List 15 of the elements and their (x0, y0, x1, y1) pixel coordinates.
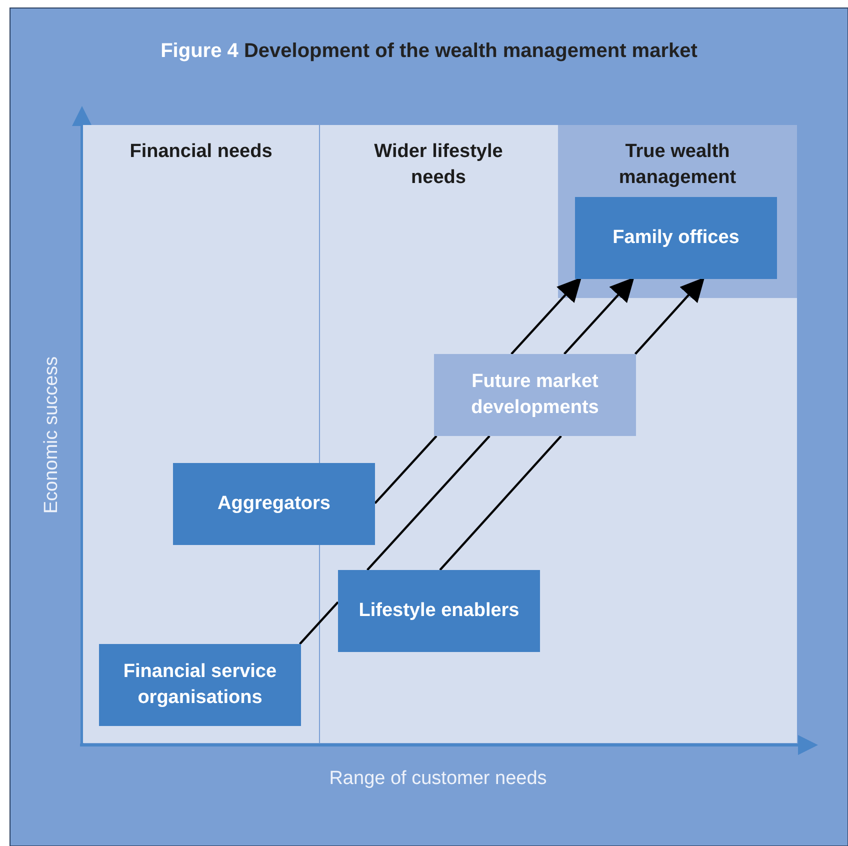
process-box: Family offices (575, 197, 777, 279)
arrow (564, 277, 634, 355)
column-panel (558, 125, 797, 298)
process-box: Future market developments (434, 354, 636, 436)
axis-title: Range of customer needs (329, 768, 547, 790)
column-heading: Wider lifestyle needs (373, 140, 504, 190)
process-box: Lifestyle enablers (338, 570, 540, 652)
process-box: Financial service organisations (99, 644, 301, 726)
figure-title: Figure 4 Development of the wealth management market (160, 40, 698, 63)
axis-title: Economic success (41, 356, 63, 514)
process-box: Aggregators (173, 463, 375, 545)
column-heading: True wealth management (618, 140, 738, 190)
arrow (510, 277, 582, 355)
column-heading: Financial needs (128, 140, 274, 164)
arrow (634, 277, 705, 355)
